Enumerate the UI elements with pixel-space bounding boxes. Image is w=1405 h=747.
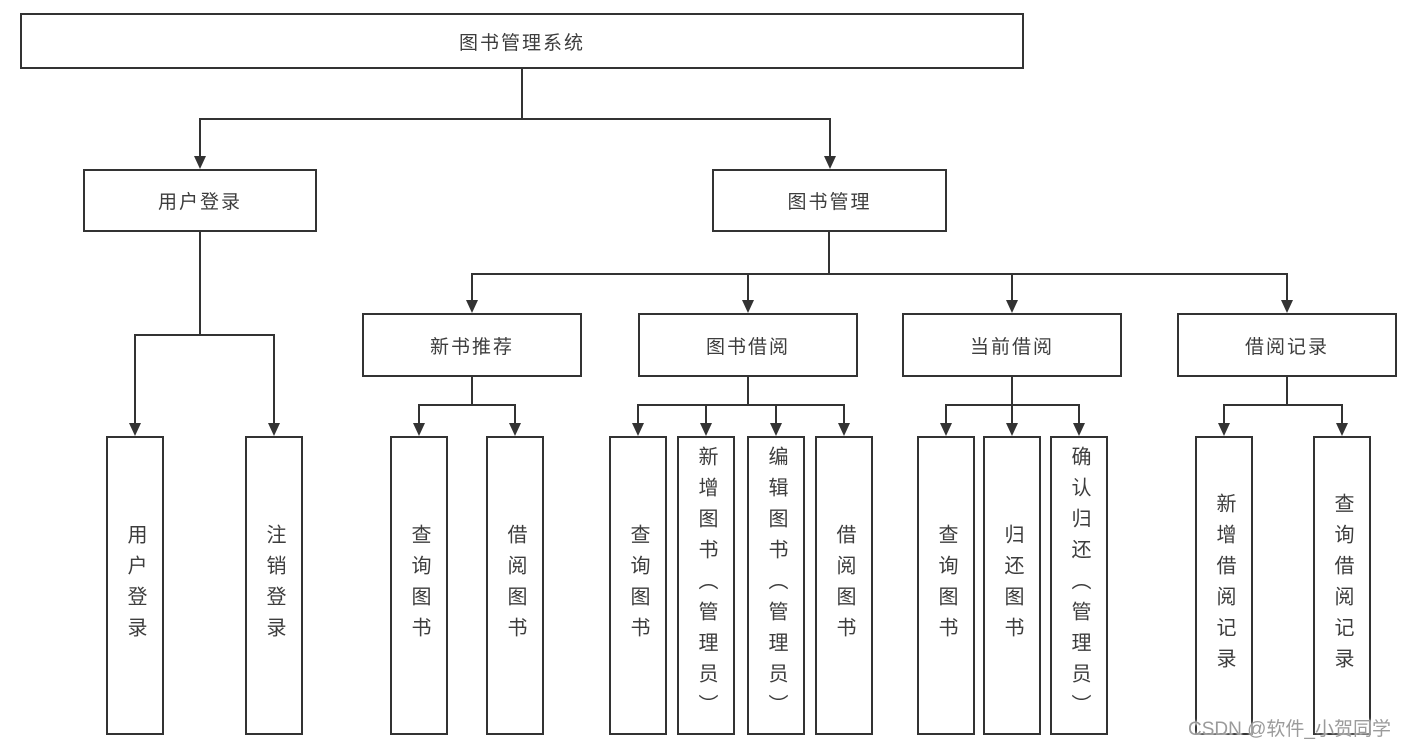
connector-line	[747, 377, 749, 404]
connector-line	[134, 334, 136, 423]
leaf-label: 确认归还（管理员）	[1068, 446, 1090, 725]
connector-arrow	[1073, 423, 1085, 436]
leaf-borrow-books-recommend: 借阅图书	[486, 436, 544, 735]
leaf-confirm-return-admin: 确认归还（管理员）	[1050, 436, 1108, 735]
connector-arrow	[129, 423, 141, 436]
connector-line	[829, 118, 831, 156]
connector-line	[1286, 377, 1288, 404]
connector-line	[199, 232, 201, 334]
connector-arrow	[632, 423, 644, 436]
connector-arrow	[700, 423, 712, 436]
leaf-query-borrow-record: 查询借阅记录	[1313, 436, 1371, 735]
node-book-management: 图书管理	[712, 169, 947, 232]
leaf-label: 注销登录	[263, 523, 285, 648]
leaf-label: 归还图书	[1001, 523, 1023, 648]
connector-line	[418, 404, 420, 423]
connector-line	[1011, 377, 1013, 404]
node-label: 借阅记录	[1244, 336, 1329, 358]
connector-arrow	[1218, 423, 1230, 436]
leaf-label: 新增图书（管理员）	[695, 446, 717, 725]
node-label: 图书借阅	[705, 336, 790, 358]
node-borrow-records: 借阅记录	[1177, 313, 1397, 377]
leaf-logout: 注销登录	[245, 436, 303, 735]
leaf-query-books-recommend: 查询图书	[390, 436, 448, 735]
connector-line	[1223, 404, 1225, 423]
connector-line	[1341, 404, 1343, 423]
connector-arrow	[1281, 300, 1293, 313]
leaf-label: 查询借阅记录	[1331, 492, 1353, 679]
connector-line	[1078, 404, 1080, 423]
connector-line	[637, 404, 845, 406]
leaf-edit-book-admin: 编辑图书（管理员）	[747, 436, 805, 735]
leaf-add-book-admin: 新增图书（管理员）	[677, 436, 735, 735]
leaf-user-login: 用户登录	[106, 436, 164, 735]
node-label: 图书管理系统	[458, 32, 585, 54]
node-library-management-system: 图书管理系统	[20, 13, 1024, 69]
node-label: 新书推荐	[429, 336, 514, 358]
connector-arrow	[509, 423, 521, 436]
connector-line	[471, 273, 473, 300]
connector-line	[945, 404, 947, 423]
connector-line	[471, 273, 1288, 275]
connector-arrow	[838, 423, 850, 436]
connector-line	[471, 377, 473, 404]
connector-line	[775, 404, 777, 423]
leaf-label: 借阅图书	[833, 523, 855, 648]
leaf-label: 查询图书	[627, 523, 649, 648]
leaf-label: 查询图书	[408, 523, 430, 648]
node-book-borrow: 图书借阅	[638, 313, 858, 377]
connector-line	[514, 404, 516, 423]
connector-arrow	[824, 156, 836, 169]
leaf-label: 查询图书	[935, 523, 957, 648]
connector-arrow	[770, 423, 782, 436]
connector-arrow	[268, 423, 280, 436]
csdn-watermark: CSDN @软件_小贺同学	[1188, 719, 1391, 740]
leaf-borrow-books-borrow: 借阅图书	[815, 436, 873, 735]
node-new-book-recommend: 新书推荐	[362, 313, 582, 377]
connector-line	[1223, 404, 1343, 406]
node-user-login: 用户登录	[83, 169, 317, 232]
leaf-query-books-borrow: 查询图书	[609, 436, 667, 735]
node-label: 用户登录	[157, 192, 242, 213]
connector-arrow	[1006, 423, 1018, 436]
connector-line	[843, 404, 845, 423]
connector-line	[418, 404, 516, 406]
connector-line	[134, 334, 275, 336]
leaf-query-books-current: 查询图书	[917, 436, 975, 735]
connector-line	[1011, 273, 1013, 300]
leaf-label: 用户登录	[124, 523, 146, 648]
leaf-label: 编辑图书（管理员）	[765, 446, 787, 725]
connector-line	[705, 404, 707, 423]
connector-line	[521, 69, 523, 118]
connector-line	[1011, 404, 1013, 423]
connector-arrow	[1006, 300, 1018, 313]
connector-line	[199, 118, 201, 156]
connector-arrow	[742, 300, 754, 313]
node-label: 当前借阅	[969, 336, 1054, 358]
leaf-label: 借阅图书	[504, 523, 526, 648]
connector-line	[747, 273, 749, 300]
connector-line	[273, 334, 275, 423]
connector-arrow	[194, 156, 206, 169]
connector-arrow	[466, 300, 478, 313]
leaf-label: 新增借阅记录	[1213, 492, 1235, 679]
leaf-add-borrow-record: 新增借阅记录	[1195, 436, 1253, 735]
connector-line	[828, 232, 830, 273]
connector-line	[1286, 273, 1288, 300]
connector-arrow	[413, 423, 425, 436]
node-current-borrow: 当前借阅	[902, 313, 1122, 377]
connector-line	[199, 118, 831, 120]
leaf-return-books: 归还图书	[983, 436, 1041, 735]
connector-arrow	[1336, 423, 1348, 436]
connector-arrow	[940, 423, 952, 436]
connector-line	[637, 404, 639, 423]
node-label: 图书管理	[787, 192, 872, 213]
